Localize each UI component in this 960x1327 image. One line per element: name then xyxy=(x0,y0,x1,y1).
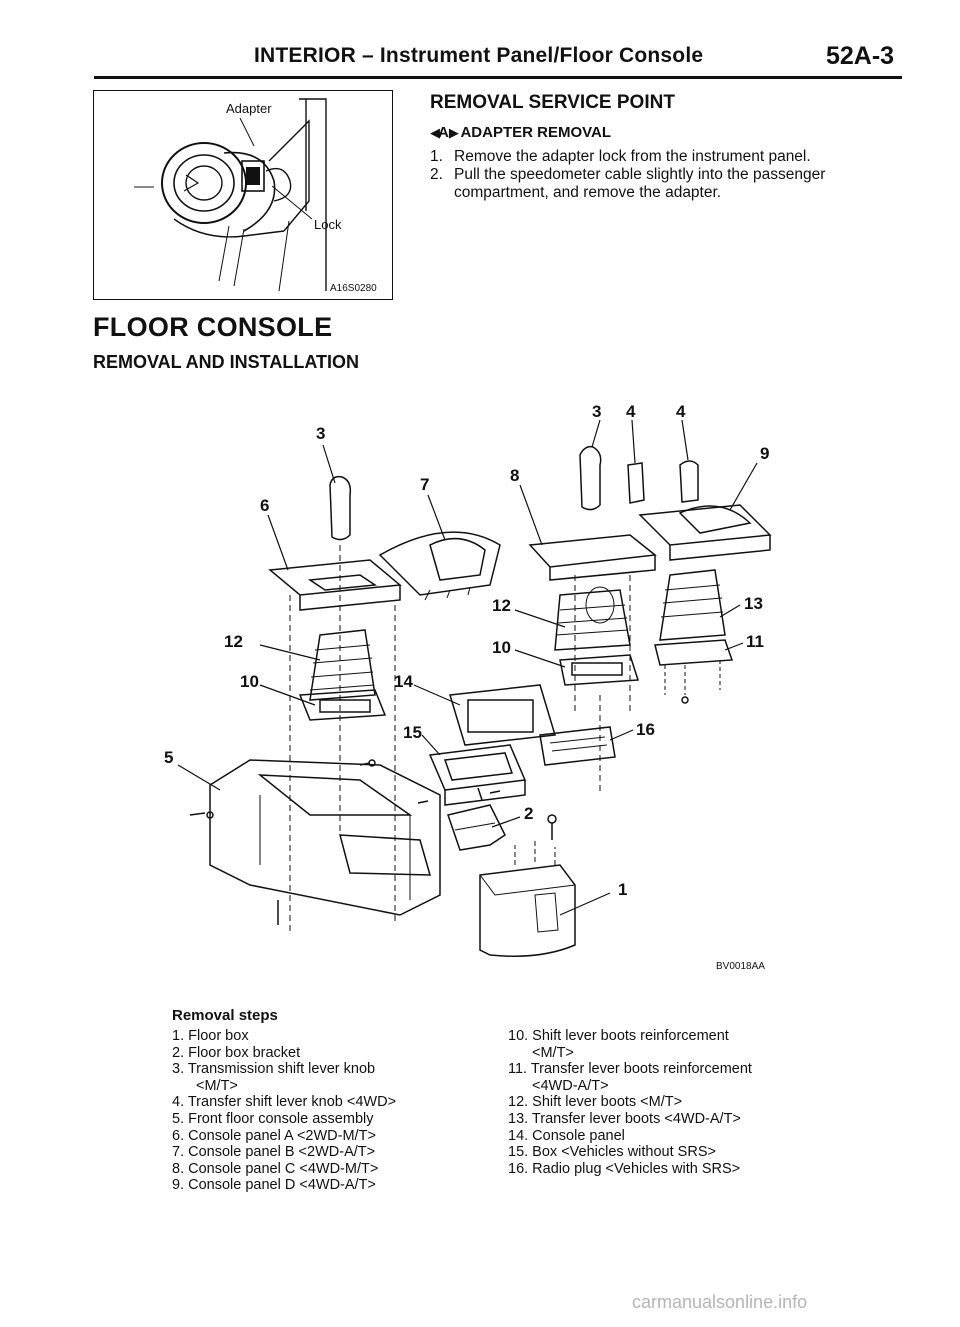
callout-13: 13 xyxy=(744,594,763,613)
callout-10b: 10 xyxy=(492,638,511,657)
list-item: 14. Console panel xyxy=(508,1127,625,1144)
floor-console-title: FLOOR CONSOLE xyxy=(93,312,333,342)
callout-16: 16 xyxy=(636,720,655,739)
list-item: 7. Console panel B <2WD-A/T> xyxy=(172,1144,376,1161)
list-item: 13. Transfer lever boots <4WD-A/T> xyxy=(508,1110,741,1127)
removal-steps-list-left: 1. Floor box 2. Floor box bracket 3. Tra… xyxy=(172,1028,472,1194)
callout-3b: 3 xyxy=(592,402,601,421)
list-item: 9. Console panel D <4WD-A/T> xyxy=(172,1177,376,1194)
header-rule xyxy=(94,76,902,79)
removal-service-point-title: REMOVAL SERVICE POINT xyxy=(430,92,675,113)
list-item: 15. Box <Vehicles without SRS> xyxy=(508,1144,716,1161)
list-item: 11. Transfer lever boots reinforcement xyxy=(508,1061,752,1078)
service-marker: A xyxy=(438,124,449,141)
callout-1: 1 xyxy=(618,880,627,899)
list-item: 16. Radio plug <Vehicles with SRS> xyxy=(508,1160,741,1177)
callout-11: 11 xyxy=(746,632,764,651)
removal-steps-heading: Removal steps xyxy=(172,1007,278,1024)
list-item: <4WD-A/T> xyxy=(532,1077,609,1094)
adapter-label: Adapter xyxy=(226,101,272,116)
list-item: 5. Front floor console assembly xyxy=(172,1110,374,1127)
callout-7: 7 xyxy=(420,475,429,494)
callout-2: 2 xyxy=(524,804,533,823)
callout-6: 6 xyxy=(260,496,269,515)
lock-label: Lock xyxy=(314,217,342,232)
list-item: 4. Transfer shift lever knob <4WD> xyxy=(172,1094,397,1111)
list-item: 1. Floor box xyxy=(172,1028,249,1044)
list-item: 2. Floor box bracket xyxy=(172,1044,301,1061)
diagram-code: BV0018AA xyxy=(716,961,765,972)
callout-9: 9 xyxy=(760,444,769,463)
list-item: 8. Console panel C <4WD-M/T> xyxy=(172,1160,379,1177)
adapter-removal-subtitle: ◀A▶ ADAPTER REMOVAL xyxy=(430,124,611,141)
adapter-removal-steps: 1.Remove the adapter lock from the instr… xyxy=(430,148,900,202)
callout-3: 3 xyxy=(316,424,325,443)
list-item: 6. Console panel A <2WD-M/T> xyxy=(172,1127,376,1144)
step-item: 1.Remove the adapter lock from the instr… xyxy=(430,148,811,165)
step-item: 2.Pull the speedometer cable slightly in… xyxy=(430,166,826,201)
page-header-title: INTERIOR – Instrument Panel/Floor Consol… xyxy=(254,44,704,67)
callout-4: 4 xyxy=(626,402,636,421)
adapter-removal-label: ADAPTER REMOVAL xyxy=(460,124,612,141)
removal-steps-list-right: 10. Shift lever boots reinforcement <M/T… xyxy=(508,1028,908,1177)
exploded-view-svg: 3 6 7 8 3 4 4 9 12 10 12 10 13 11 14 15 … xyxy=(164,402,772,972)
removal-installation-subtitle: REMOVAL AND INSTALLATION xyxy=(93,352,359,372)
right-arrow-icon: ▶ xyxy=(448,125,459,140)
callout-5: 5 xyxy=(164,748,173,767)
list-item: 12. Shift lever boots <M/T> xyxy=(508,1094,683,1111)
callout-4b: 4 xyxy=(676,402,686,421)
callout-12: 12 xyxy=(224,632,243,651)
adapter-figure: Adapter Lock A16S0280 xyxy=(93,90,393,300)
adapter-figure-code: A16S0280 xyxy=(330,283,377,294)
page-number: 52A-3 xyxy=(826,42,895,70)
floor-console-exploded-diagram: 3 6 7 8 3 4 4 9 12 10 12 10 13 11 14 15 … xyxy=(160,395,820,985)
callout-10: 10 xyxy=(240,672,259,691)
list-item: 3. Transmission shift lever knob xyxy=(172,1061,376,1078)
list-item: <M/T> xyxy=(196,1077,238,1094)
list-item: <M/T> xyxy=(532,1044,574,1061)
callout-14: 14 xyxy=(394,672,413,691)
list-item: 10. Shift lever boots reinforcement xyxy=(508,1028,729,1044)
callout-15: 15 xyxy=(403,723,422,742)
adapter-illustration: Adapter Lock A16S0280 xyxy=(134,98,377,294)
watermark-text: carmanualsonline.info xyxy=(632,1292,808,1312)
callout-12b: 12 xyxy=(492,596,511,615)
left-arrow-icon: ◀ xyxy=(430,125,440,140)
callout-8: 8 xyxy=(510,466,519,485)
